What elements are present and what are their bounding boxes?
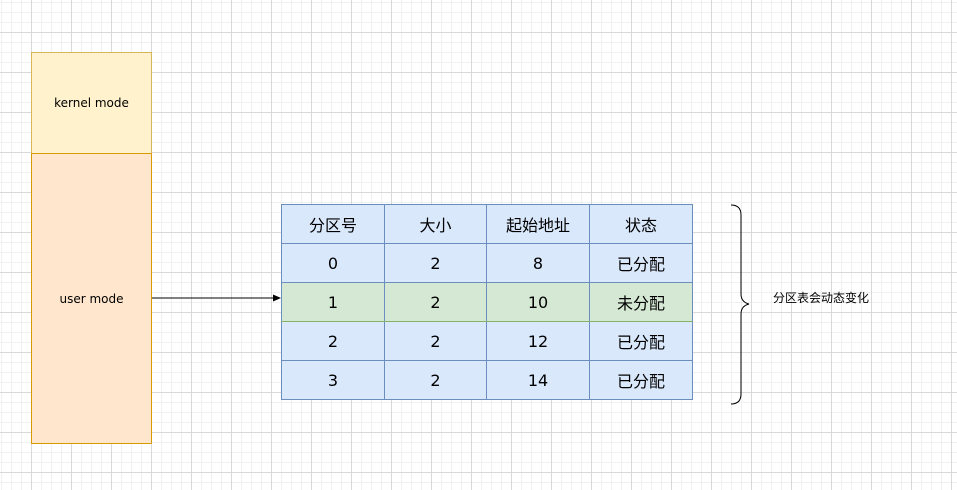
cell-size: 2: [384, 321, 487, 361]
user-mode-block: user mode: [31, 153, 152, 444]
cell-partition-number: 1: [281, 282, 385, 322]
cell-start-address: 8: [486, 243, 590, 283]
kernel-mode-label: kernel mode: [54, 96, 129, 110]
cell-status: 已分配: [589, 321, 693, 361]
cell-size: 2: [384, 360, 487, 400]
cell-status: 已分配: [589, 243, 693, 283]
table-row: 3 2 14 已分配: [281, 360, 693, 400]
cell-size: 2: [384, 282, 487, 322]
partition-table: 分区号 大小 起始地址 状态 0 2 8 已分配 1 2 10 未分配 2 2 …: [281, 204, 693, 400]
header-start-address: 起始地址: [486, 204, 590, 244]
cell-size: 2: [384, 243, 487, 283]
user-mode-label: user mode: [59, 291, 124, 306]
cell-status: 未分配: [589, 282, 693, 322]
table-row: 0 2 8 已分配: [281, 243, 693, 283]
header-partition-number: 分区号: [281, 204, 385, 244]
cell-partition-number: 3: [281, 360, 385, 400]
curly-brace: [730, 204, 750, 405]
header-status: 状态: [589, 204, 693, 244]
header-size: 大小: [384, 204, 487, 244]
cell-start-address: 10: [486, 282, 590, 322]
kernel-mode-block: kernel mode: [31, 52, 152, 154]
annotation-label: 分区表会动态变化: [773, 291, 870, 305]
cell-partition-number: 0: [281, 243, 385, 283]
cell-start-address: 14: [486, 360, 590, 400]
cell-status: 已分配: [589, 360, 693, 400]
cell-start-address: 12: [486, 321, 590, 361]
table-header-row: 分区号 大小 起始地址 状态: [281, 204, 693, 244]
table-row-highlighted: 1 2 10 未分配: [281, 282, 693, 322]
cell-partition-number: 2: [281, 321, 385, 361]
table-row: 2 2 12 已分配: [281, 321, 693, 361]
